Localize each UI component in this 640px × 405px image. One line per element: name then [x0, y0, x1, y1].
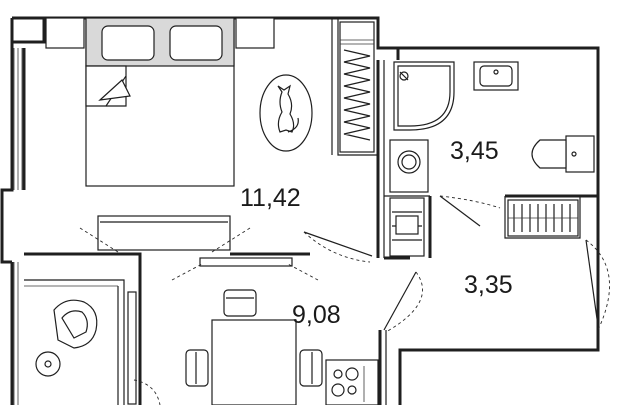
kitchen-tv: [171, 257, 319, 281]
toilet: [531, 135, 595, 173]
bedroom-area-label: 11,42: [240, 184, 301, 212]
bath-door: [439, 195, 501, 227]
walls: [0, 16, 600, 405]
bathroom-area-label: 3,45: [450, 137, 499, 165]
nightstands: [45, 17, 275, 49]
kitchen-door: [383, 271, 423, 333]
wardrobe: [339, 21, 375, 153]
entrance-door: [585, 238, 610, 331]
hall-wardrobe: [507, 199, 579, 237]
shower: [393, 61, 455, 131]
washing-machine: [389, 139, 429, 193]
rug-with-cat: [259, 74, 313, 152]
stove: [325, 359, 379, 405]
hall-cabinet: [389, 197, 425, 257]
loggia: [24, 279, 161, 405]
tv-stand: [79, 215, 251, 253]
sink: [473, 61, 519, 91]
dining-table: [185, 289, 323, 405]
kitchen-area-label: 9,08: [292, 301, 341, 329]
bedroom-door: [303, 231, 373, 263]
bed: [85, 17, 235, 187]
hallway-area-label: 3,35: [464, 271, 513, 299]
